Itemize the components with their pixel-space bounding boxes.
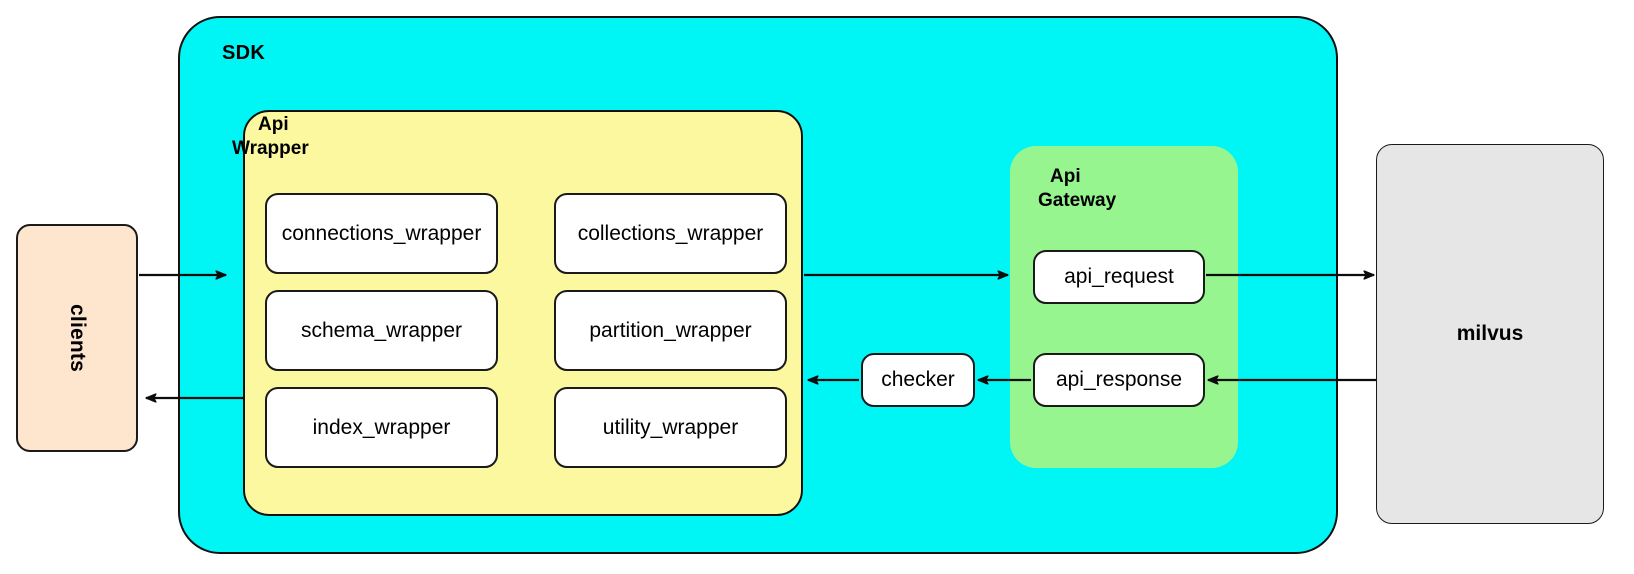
node-label: utility_wrapper (602, 415, 739, 439)
node-schema-wrapper[interactable]: schema_wrapper (265, 290, 498, 371)
node-label: schema_wrapper (300, 318, 463, 342)
clients-box[interactable]: clients (16, 224, 138, 452)
node-label: partition_wrapper (589, 318, 752, 342)
node-api-request[interactable]: api_request (1033, 250, 1205, 304)
node-collections-wrapper[interactable]: collections_wrapper (554, 193, 787, 274)
milvus-box[interactable]: milvus (1376, 144, 1604, 524)
api-gateway-label-line2: Gateway (1038, 190, 1117, 211)
api-gateway-label: Api Gateway (1038, 165, 1220, 213)
api-wrapper-label: Api Wrapper (232, 113, 438, 161)
node-label: connections_wrapper (281, 221, 482, 245)
node-label: api_request (1064, 265, 1174, 288)
node-label: checker (881, 368, 955, 391)
api-wrapper-label-line2: Wrapper (232, 138, 309, 159)
api-wrapper-label-line1: Api (258, 114, 289, 135)
node-utility-wrapper[interactable]: utility_wrapper (554, 387, 787, 468)
node-label: collections_wrapper (577, 221, 764, 245)
sdk-label: SDK (222, 42, 266, 64)
clients-label: clients (66, 304, 89, 372)
node-label: api_response (1055, 368, 1183, 391)
node-checker[interactable]: checker (861, 353, 975, 407)
node-partition-wrapper[interactable]: partition_wrapper (554, 290, 787, 371)
node-connections-wrapper[interactable]: connections_wrapper (265, 193, 498, 274)
milvus-label: milvus (1456, 322, 1524, 345)
api-gateway-label-line1: Api (1050, 166, 1081, 187)
node-api-response[interactable]: api_response (1033, 353, 1205, 407)
api-gateway-container (1010, 146, 1238, 468)
node-index-wrapper[interactable]: index_wrapper (265, 387, 498, 468)
node-label: index_wrapper (312, 415, 451, 439)
